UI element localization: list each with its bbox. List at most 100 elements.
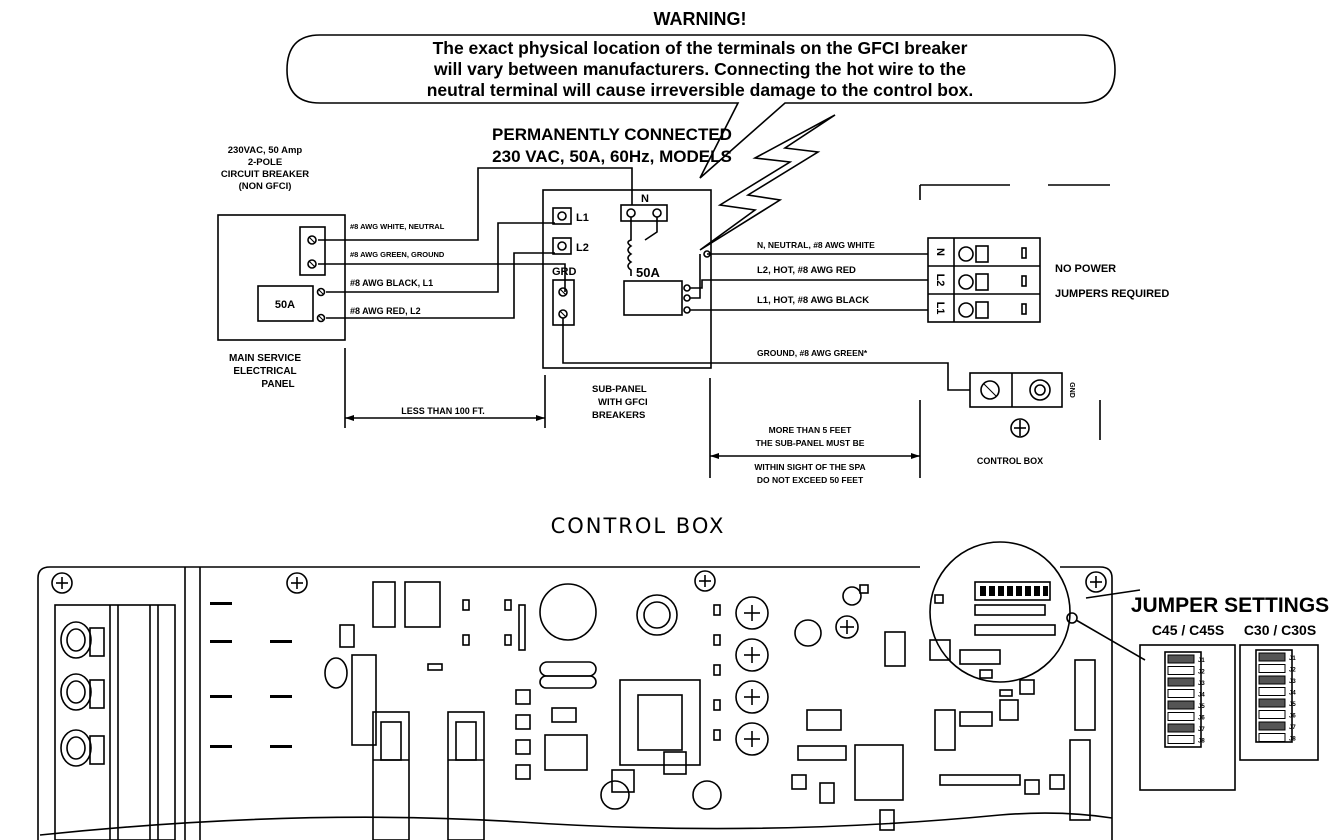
wires-left (318, 167, 633, 319)
jumper-right-title: C30 / C30S (1244, 622, 1316, 638)
jumper-pin (1258, 698, 1286, 708)
jumper-pin (1258, 675, 1286, 685)
terminal-l2-label: L2 (576, 242, 589, 254)
wires-right (562, 253, 970, 391)
gfci-rating: 50A (636, 265, 660, 280)
screw-icon (51, 570, 1107, 594)
coil-icon (627, 217, 633, 276)
jumper-label: J6 (1198, 716, 1205, 722)
warning-line-1: The exact physical location of the termi… (433, 38, 968, 58)
svg-text:LESS THAN 100 FT.: LESS THAN 100 FT. (401, 406, 485, 416)
wire-label-l1-hot: L1, HOT, #8 AWG BLACK (757, 295, 869, 306)
screw-icon (307, 235, 317, 269)
wire-label-ground-right: GROUND, #8 AWG GREEN* (757, 348, 868, 358)
jumper-pin (1167, 723, 1195, 733)
terminal-label-l1: L1 (934, 302, 946, 315)
distance-right-dimension: MORE THAN 5 FEET THE SUB-PANEL MUST BE W… (709, 378, 921, 485)
terminal-n-label: N (641, 193, 649, 205)
jumper-label: J8 (1198, 739, 1205, 745)
jumper-left-title: C45 / C45S (1152, 622, 1224, 638)
jumper-pin (1167, 700, 1195, 710)
terminal-label-n: N (934, 248, 946, 256)
no-power-line-2: JUMPERS REQUIRED (1055, 288, 1169, 300)
svg-text:BREAKERS: BREAKERS (592, 410, 645, 421)
jumper-pin (1258, 687, 1286, 696)
warning-line-3: neutral terminal will cause irreversible… (427, 80, 974, 100)
jumper-pin (1167, 654, 1195, 664)
jumper-label: J1 (1289, 656, 1296, 662)
jumper-label: J5 (1198, 704, 1205, 710)
screw-icon (316, 287, 326, 323)
jumper-label: J2 (1289, 668, 1296, 674)
jumper-pin (1167, 677, 1195, 687)
wire-label-neutral: #8 AWG WHITE, NEUTRAL (350, 222, 445, 231)
zoom-target (1066, 612, 1078, 624)
lightning-bolt-icon (699, 114, 836, 251)
ground-lug (969, 372, 1063, 408)
leader-line (1075, 619, 1146, 661)
gfci-breaker (623, 280, 683, 316)
warning-bubble (286, 34, 1116, 179)
jumper-label: J4 (1198, 693, 1205, 699)
svg-text:230VAC, 50 Amp: 230VAC, 50 Amp (228, 145, 303, 156)
svg-text:SUB-PANEL: SUB-PANEL (592, 384, 647, 395)
jumper-label: J7 (1289, 725, 1296, 731)
main-breaker-rating: 50A (275, 299, 295, 311)
wire-label-n: N, NEUTRAL, #8 AWG WHITE (757, 240, 875, 250)
wire-label-l2-hot: L2, HOT, #8 AWG RED (757, 265, 856, 276)
wire-label-l2: #8 AWG RED, L2 (350, 306, 421, 316)
jumper-label: J5 (1289, 702, 1296, 708)
jumper-label: J2 (1198, 670, 1205, 676)
sub-panel-box (542, 189, 712, 369)
svg-text:MORE THAN 5 FEET: MORE THAN 5 FEET (769, 425, 852, 435)
control-box-title: CONTROL BOX (551, 514, 726, 538)
svg-text:WITHIN SIGHT OF THE SPA: WITHIN SIGHT OF THE SPA (754, 462, 865, 472)
svg-text:DO NOT EXCEED 50 FEET: DO NOT EXCEED 50 FEET (757, 475, 864, 485)
ground-symbol-icon (1010, 418, 1030, 438)
jumper-pin (1167, 712, 1195, 721)
jumper-label: J3 (1198, 681, 1205, 687)
svg-text:THE SUB-PANEL MUST BE: THE SUB-PANEL MUST BE (756, 438, 865, 448)
warning-title: WARNING! (654, 9, 747, 29)
jumper-label: J4 (1289, 691, 1296, 697)
control-board-drawing (37, 566, 1113, 840)
main-breaker-label: 230VAC, 50 Amp 2-POLE CIRCUIT BREAKER (N… (221, 145, 309, 192)
jumper-label: J6 (1289, 714, 1296, 720)
gnd-label: GND (1068, 382, 1075, 398)
header-line-1: PERMANENTLY CONNECTED (492, 125, 732, 144)
wire-label-ground: #8 AWG GREEN, GROUND (350, 250, 445, 259)
jumper-label: J3 (1289, 679, 1296, 685)
jumper-pin (1258, 733, 1286, 742)
jumper-pin (1167, 735, 1195, 744)
svg-text:WITH GFCI: WITH GFCI (598, 397, 648, 408)
jumper-label: J8 (1289, 737, 1296, 743)
terminal-grd-label: GRD (552, 266, 577, 278)
warning-line-2: will vary between manufacturers. Connect… (433, 59, 966, 79)
terminal-l1 (552, 207, 572, 225)
capacitor-icon (735, 596, 769, 756)
terminal-l1-label: L1 (576, 212, 589, 224)
terminal-n (620, 204, 668, 222)
wire-label-l1: #8 AWG BLACK, L1 (350, 278, 433, 288)
jumper-label: J7 (1198, 727, 1205, 733)
jumper-label: J1 (1198, 658, 1205, 664)
svg-text:(NON GFCI): (NON GFCI) (239, 181, 292, 192)
main-panel-label: MAIN SERVICE ELECTRICAL PANEL (229, 353, 301, 390)
main-panel-box (217, 214, 346, 341)
jumper-panel-left (1139, 644, 1236, 791)
jumper-settings-title: JUMPER SETTINGS (1131, 594, 1329, 617)
warning-callout: WARNING! The exact physical location of … (286, 9, 1116, 179)
header-line-2: 230 VAC, 50A, 60Hz, MODELS (492, 147, 732, 166)
svg-text:CIRCUIT BREAKER: CIRCUIT BREAKER (221, 169, 309, 180)
sub-panel-label: SUB-PANEL WITH GFCI BREAKERS (592, 384, 648, 421)
control-box-small-label: CONTROL BOX (977, 456, 1043, 466)
zoom-circle (929, 541, 1071, 683)
jumper-pin (1167, 666, 1195, 675)
svg-text:2-POLE: 2-POLE (248, 157, 282, 168)
svg-text:ELECTRICAL: ELECTRICAL (233, 366, 296, 377)
main-neutral-bar (299, 226, 326, 276)
no-power-line-1: NO POWER (1055, 263, 1116, 275)
